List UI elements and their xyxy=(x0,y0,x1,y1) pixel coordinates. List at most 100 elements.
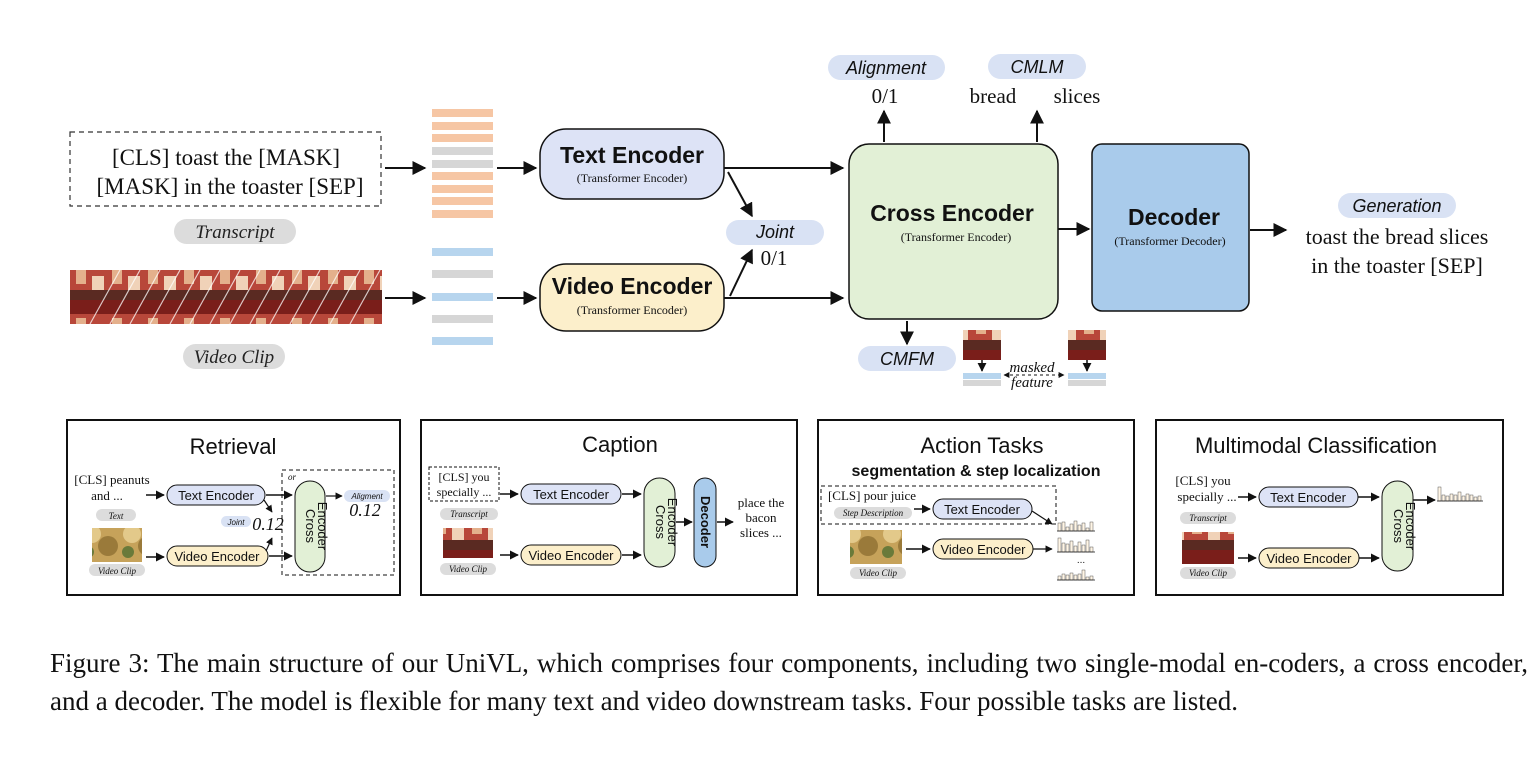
classification-title: Multimodal Classification xyxy=(1195,433,1437,458)
classification-text-input-1: [CLS] you xyxy=(1175,473,1231,488)
figure-caption: Figure 3: The main structure of our UniV… xyxy=(50,648,1528,716)
retrieval-video-tag: Video Clip xyxy=(98,566,137,576)
caption-decoder-label: Decoder xyxy=(698,496,713,548)
histogram-bar xyxy=(1437,486,1442,502)
action-text-input: [CLS] pour juice xyxy=(828,488,916,503)
histogram-bar xyxy=(1089,546,1094,553)
retrieval-cross-label-1: Cross xyxy=(303,509,318,543)
decoder-block xyxy=(1091,143,1250,312)
histogram-bar xyxy=(1069,540,1074,553)
caption-text-input-1: [CLS] you xyxy=(439,470,490,484)
cross-encoder-label: Cross Encoder xyxy=(870,200,1034,226)
histogram-bar xyxy=(1085,527,1090,532)
cmlm-word-2: slices xyxy=(1054,84,1101,108)
histogram-bar xyxy=(1061,573,1066,581)
cross-encoder-block xyxy=(848,143,1059,320)
generation-line-2: in the toaster [SEP] xyxy=(1311,253,1483,278)
cmlm-word-1: bread xyxy=(970,84,1017,108)
action-video-encoder: Video Encoder xyxy=(940,542,1026,557)
video-encoder-label: Video Encoder xyxy=(552,273,713,299)
retrieval-joint-tag: Joint xyxy=(227,518,246,527)
histogram-bar xyxy=(1085,576,1090,581)
caption-cross-label-1: Cross xyxy=(653,505,668,539)
histogram-bar xyxy=(1469,494,1474,502)
cmlm-tag xyxy=(988,54,1086,79)
cmlm-tag-label: CMLM xyxy=(1011,57,1064,77)
caption-cross-label-2: Encoder xyxy=(665,498,680,547)
caption-video-tag: Video Clip xyxy=(449,564,488,574)
joint-tag-label: Joint xyxy=(755,222,795,242)
histogram-bar xyxy=(1465,493,1470,502)
retrieval-video-encoder: Video Encoder xyxy=(174,549,260,564)
histogram-bar xyxy=(1457,491,1462,502)
univl-diagram: [CLS] toast the [MASK] [MASK] in the toa… xyxy=(66,54,1504,596)
feature-label: feature xyxy=(1011,375,1053,391)
caption-panel: Caption [CLS] you specially ... Transcri… xyxy=(420,419,798,596)
histogram-bar xyxy=(1077,524,1082,532)
action-tasks-panel: Action Tasks segmentation & step localiz… xyxy=(817,419,1135,596)
action-subtitle: segmentation & step localization xyxy=(852,463,1101,480)
retrieval-or-label: or xyxy=(288,472,297,482)
transcript-line-1: [CLS] toast the [MASK] xyxy=(112,145,340,170)
histogram-bar xyxy=(1057,522,1062,532)
joint-tag xyxy=(726,220,824,245)
classification-transcript-tag: Transcript xyxy=(1189,513,1227,523)
histogram-bar xyxy=(1461,495,1466,502)
decoder-label: Decoder xyxy=(1128,204,1220,230)
histogram-bar xyxy=(1477,495,1482,502)
histogram-bar xyxy=(1081,522,1086,532)
retrieval-alignment-value: 0.12 xyxy=(349,500,381,520)
retrieval-text-input-2: and ... xyxy=(91,488,123,503)
histogram-bar xyxy=(1081,544,1086,553)
histogram-bar xyxy=(1065,526,1070,532)
masked-feature-illustration xyxy=(963,330,1106,386)
video-token-stack xyxy=(432,248,493,345)
transcript-tag xyxy=(174,219,296,244)
retrieval-cross-label-2: Encoder xyxy=(315,502,330,551)
classification-score-bars xyxy=(1437,486,1483,502)
histogram-bar xyxy=(1057,537,1062,553)
action-title: Action Tasks xyxy=(920,433,1043,458)
histogram-bar xyxy=(1077,573,1082,581)
histogram-bar xyxy=(1081,569,1086,581)
retrieval-title: Retrieval xyxy=(190,434,277,459)
action-score-bars xyxy=(1057,520,1095,581)
histogram-bar xyxy=(1069,523,1074,532)
text-token-stack xyxy=(432,109,493,218)
histogram-bar xyxy=(1473,496,1478,502)
video-clip-tag xyxy=(183,344,285,369)
classification-text-input-2: specially ... xyxy=(1177,489,1236,504)
histogram-bar xyxy=(1453,494,1458,502)
histogram-bar xyxy=(1065,574,1070,581)
caption-output-2: bacon xyxy=(745,510,777,525)
histogram-bar xyxy=(1061,521,1066,532)
action-text-encoder: Text Encoder xyxy=(944,502,1021,517)
generation-tag-label: Generation xyxy=(1352,196,1441,216)
action-dots: ... xyxy=(1077,555,1085,566)
histogram-bar xyxy=(1089,575,1094,581)
video-encoder-sublabel: (Transformer Encoder) xyxy=(577,303,688,317)
caption-text-encoder: Text Encoder xyxy=(533,487,610,502)
retrieval-video-thumb xyxy=(92,528,142,562)
alignment-value: 0/1 xyxy=(872,84,899,108)
cmfm-tag xyxy=(858,346,956,371)
transcript-box xyxy=(69,131,382,207)
classification-cross-label-2: Encoder xyxy=(1403,502,1418,551)
histogram-bar xyxy=(1073,520,1078,532)
arrow-video-to-joint xyxy=(729,248,753,297)
retrieval-panel: Retrieval [CLS] peanuts and ... Text Vid… xyxy=(66,419,401,596)
transcript-tag-label: Transcript xyxy=(195,222,275,243)
retrieval-text-input-1: [CLS] peanuts xyxy=(74,472,149,487)
video-clip-tag-label: Video Clip xyxy=(194,347,274,368)
action-step-tag: Step Description xyxy=(843,508,904,518)
caption-text-input-2: specially ... xyxy=(437,485,492,499)
retrieval-text-encoder: Text Encoder xyxy=(178,488,255,503)
retrieval-text-tag: Text xyxy=(109,511,124,521)
histogram-bar xyxy=(1073,545,1078,553)
text-encoder-label: Text Encoder xyxy=(560,142,704,168)
caption-title: Caption xyxy=(582,432,658,457)
cmfm-tag-label: CMFM xyxy=(880,349,934,369)
histogram-bar xyxy=(1445,495,1450,502)
classification-text-encoder: Text Encoder xyxy=(1270,490,1347,505)
